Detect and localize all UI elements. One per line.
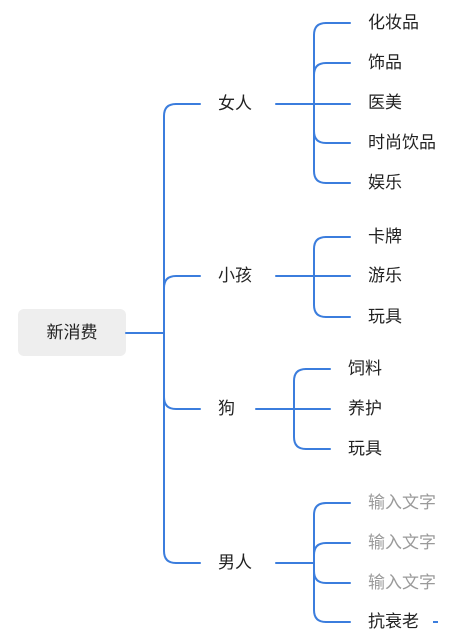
leaf-node-jewelry[interactable]: 饰品 (368, 53, 402, 73)
leaf-node-placeholder-1[interactable]: 输入文字 (368, 493, 436, 513)
root-node-label: 新消费 (47, 323, 98, 343)
leaf-node-cards[interactable]: 卡牌 (368, 227, 402, 247)
text-cursor-marker (433, 621, 438, 623)
branch-node-dog[interactable]: 狗 (218, 399, 235, 419)
leaf-node-entertainment[interactable]: 娱乐 (368, 173, 402, 193)
leaf-node-placeholder-3[interactable]: 输入文字 (368, 573, 436, 593)
leaf-node-feed[interactable]: 饲料 (348, 359, 382, 379)
leaf-node-trendy-drinks[interactable]: 时尚饮品 (368, 133, 436, 153)
branch-men-child-line-2 (313, 542, 351, 556)
branch-men-trunk (313, 502, 327, 623)
root-branch-line-3 (163, 396, 201, 410)
leaf-node-cosmetics[interactable]: 化妆品 (368, 13, 419, 33)
branch-women-child-line-4 (313, 130, 351, 144)
leaf-node-anti-aging[interactable]: 抗衰老 (368, 612, 419, 631)
leaf-node-placeholder-2[interactable]: 输入文字 (368, 533, 436, 553)
leaf-node-medical-beauty[interactable]: 医美 (368, 93, 402, 113)
branch-women-child-line-2 (313, 62, 351, 76)
branch-node-children[interactable]: 小孩 (218, 266, 252, 286)
root-trunk (163, 103, 177, 564)
branch-node-women[interactable]: 女人 (218, 94, 252, 114)
leaf-node-care[interactable]: 养护 (348, 399, 382, 419)
leaf-node-toys-dog[interactable]: 玩具 (348, 439, 382, 459)
leaf-node-amusement[interactable]: 游乐 (368, 266, 402, 286)
branch-node-men[interactable]: 男人 (218, 553, 252, 573)
branch-men-child-line-3 (313, 570, 351, 584)
root-branch-line-2 (163, 275, 201, 289)
root-node-box[interactable] (18, 309, 126, 356)
leaf-node-toys-kids[interactable]: 玩具 (368, 307, 402, 327)
